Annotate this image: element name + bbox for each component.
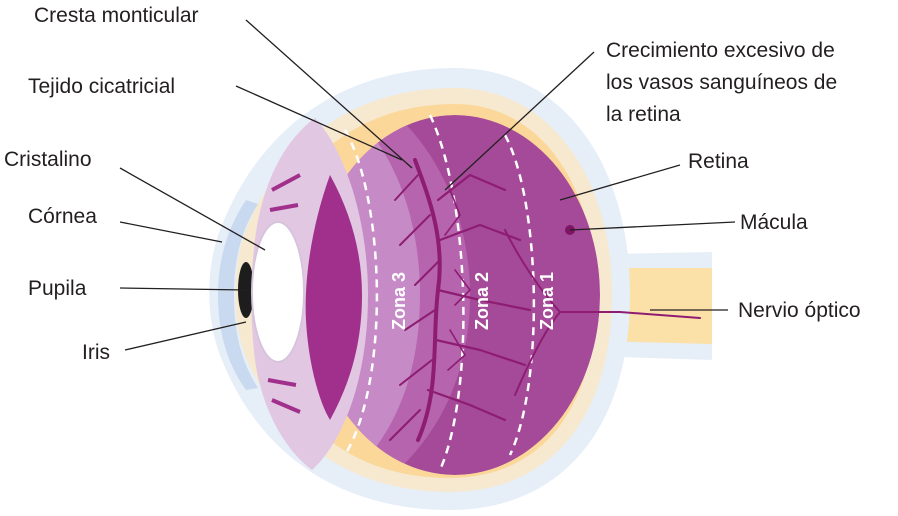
- zona-3-label: Zona 3: [389, 272, 409, 330]
- label-crecimiento-1: Crecimiento excesivo de: [606, 39, 835, 62]
- label-cristalino: Cristalino: [4, 148, 92, 171]
- label-crecimiento-2: los vasos sanguíneos de: [606, 71, 837, 94]
- label-tejido-cicatricial: Tejido cicatricial: [28, 75, 175, 98]
- label-macula: Mácula: [740, 211, 808, 234]
- label-crecimiento-3: la retina: [606, 103, 681, 126]
- label-pupila: Pupila: [28, 277, 87, 300]
- zona-1-label: Zona 1: [537, 272, 557, 330]
- label-nervio-optico: Nervio óptico: [738, 299, 861, 322]
- label-cresta-monticular: Cresta monticular: [34, 4, 199, 27]
- lens-shape: [252, 222, 304, 362]
- zona-2-label: Zona 2: [472, 272, 492, 330]
- label-cornea: Córnea: [28, 205, 97, 228]
- leader-cornea: [120, 222, 222, 242]
- label-iris: Iris: [82, 341, 110, 364]
- label-retina: Retina: [688, 150, 749, 173]
